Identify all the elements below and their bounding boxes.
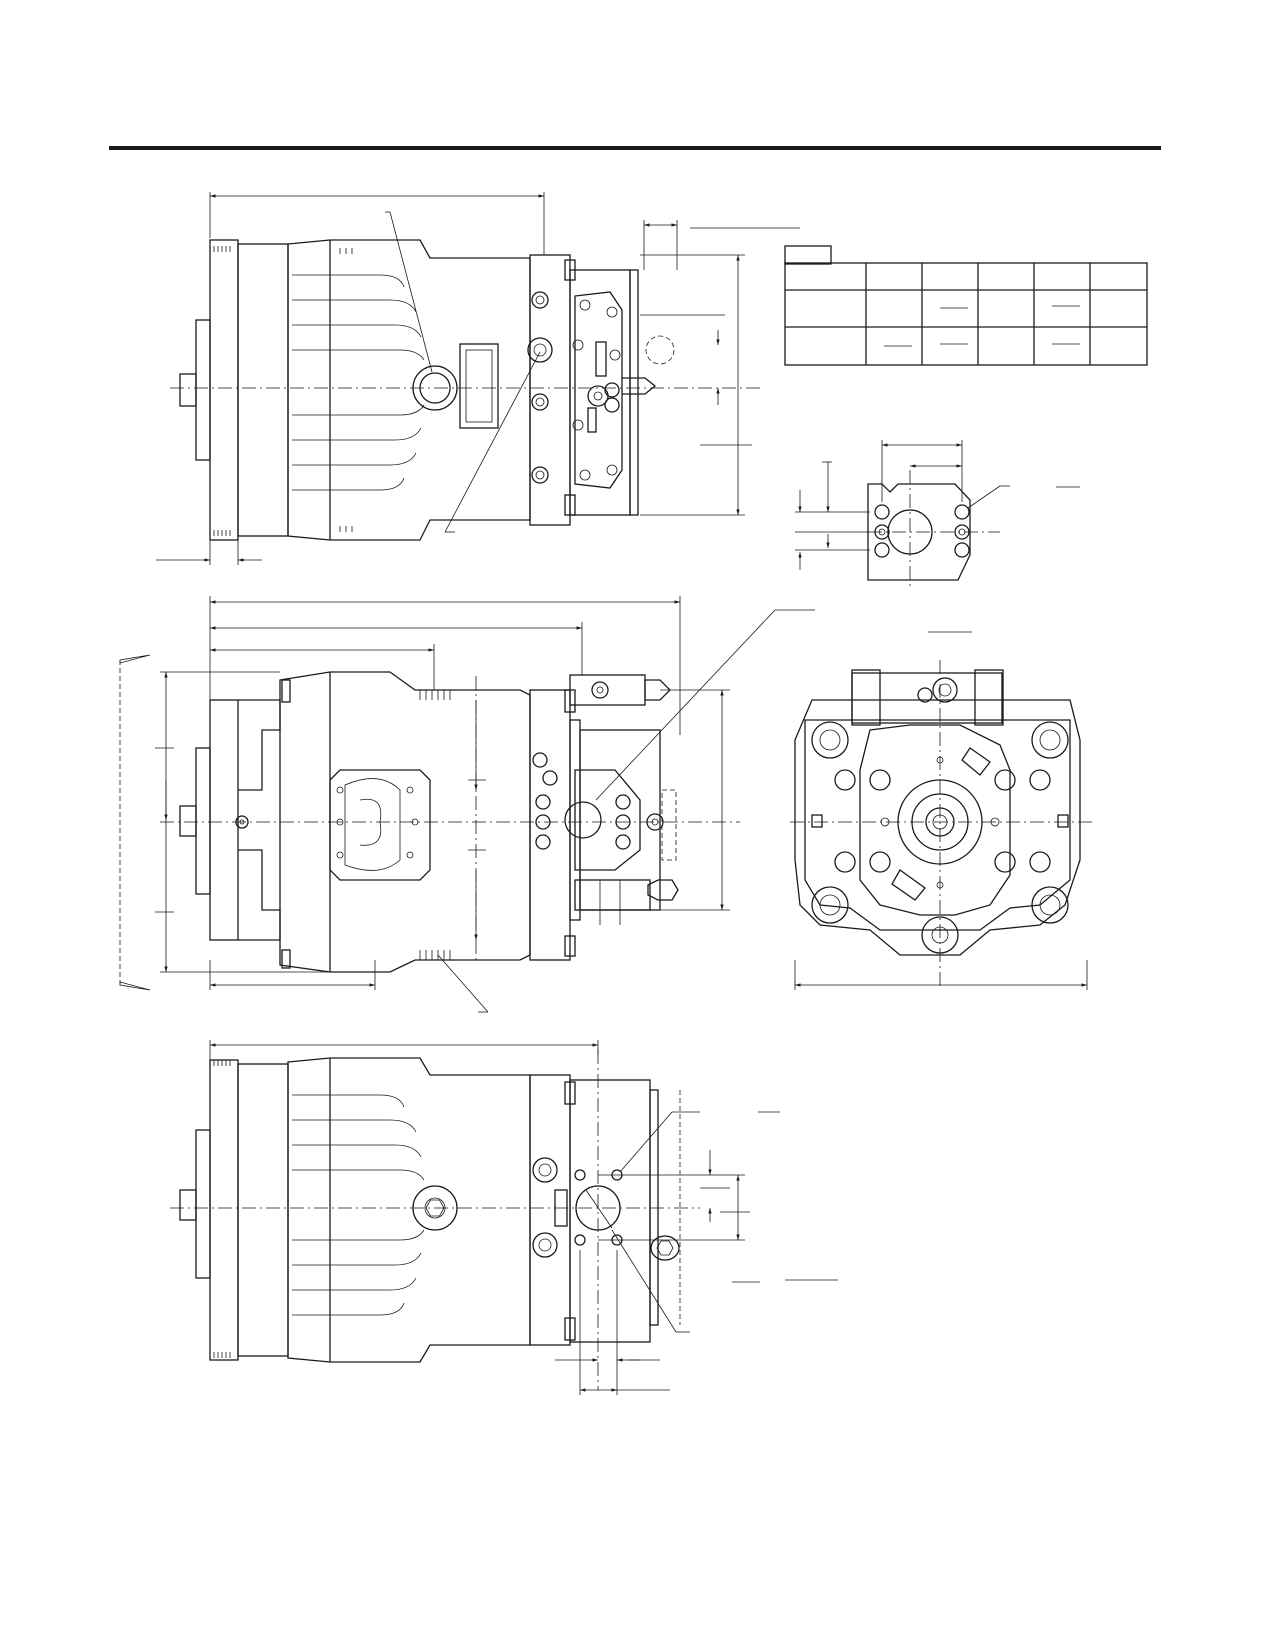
bottom-view <box>170 1040 838 1395</box>
top-view <box>119 596 815 1013</box>
side-view <box>156 192 800 565</box>
port-detail-view <box>795 440 1080 590</box>
data-table <box>784 245 1148 366</box>
header-rule <box>109 146 1161 150</box>
front-view <box>790 631 1095 990</box>
